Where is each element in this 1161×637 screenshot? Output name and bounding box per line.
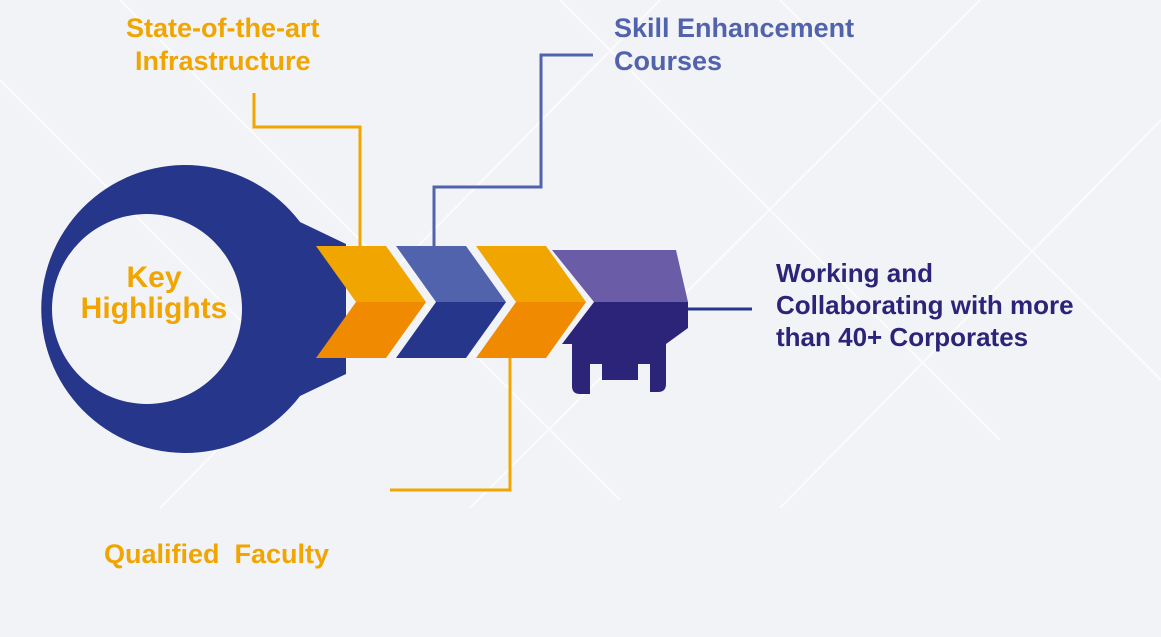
- key-highlights-diagram: Key Highlights State-of-the-art Infrastr…: [41, 12, 1074, 569]
- faculty-connector: [390, 355, 512, 492]
- center-line-1: Key: [126, 261, 182, 294]
- key-highlights-title: Key Highlights: [66, 262, 242, 324]
- chevron-orange-2-bottom: [476, 302, 586, 358]
- chevron-orange-1-top: [316, 246, 426, 302]
- chevron-orange-2-top: [476, 246, 586, 302]
- key-blade-bottom: [562, 302, 688, 344]
- key-blade-top: [552, 250, 688, 302]
- skills-label: Skill Enhancement Courses: [614, 12, 854, 78]
- key-teeth: [572, 342, 666, 394]
- skills-line-1: Skill Enhancement: [614, 13, 855, 43]
- faculty-line-1: Qualified Faculty: [104, 539, 330, 569]
- corporates-label: Working and Collaborating with more than…: [776, 257, 1074, 353]
- skills-connector: [432, 53, 593, 248]
- infrastructure-connector: [252, 93, 362, 248]
- corporates-line-1: Working and: [776, 258, 933, 288]
- infrastructure-label: State-of-the-art Infrastructure: [126, 12, 320, 78]
- faculty-label: Qualified Faculty: [104, 472, 329, 637]
- chevron-blue-bottom: [396, 302, 506, 358]
- key-ring: [41, 165, 346, 454]
- infrastructure-line-1: State-of-the-art: [126, 13, 320, 43]
- skills-line-2: Courses: [614, 46, 723, 76]
- chevron-blue-top: [396, 246, 506, 302]
- infrastructure-line-2: Infrastructure: [134, 46, 311, 76]
- corporates-line-2: Collaborating with more: [776, 290, 1074, 320]
- key-graphic: [41, 53, 752, 492]
- corporates-line-3: than 40+ Corporates: [776, 322, 1029, 352]
- center-line-2: Highlights: [80, 292, 228, 325]
- chevron-orange-1-bottom: [316, 302, 426, 358]
